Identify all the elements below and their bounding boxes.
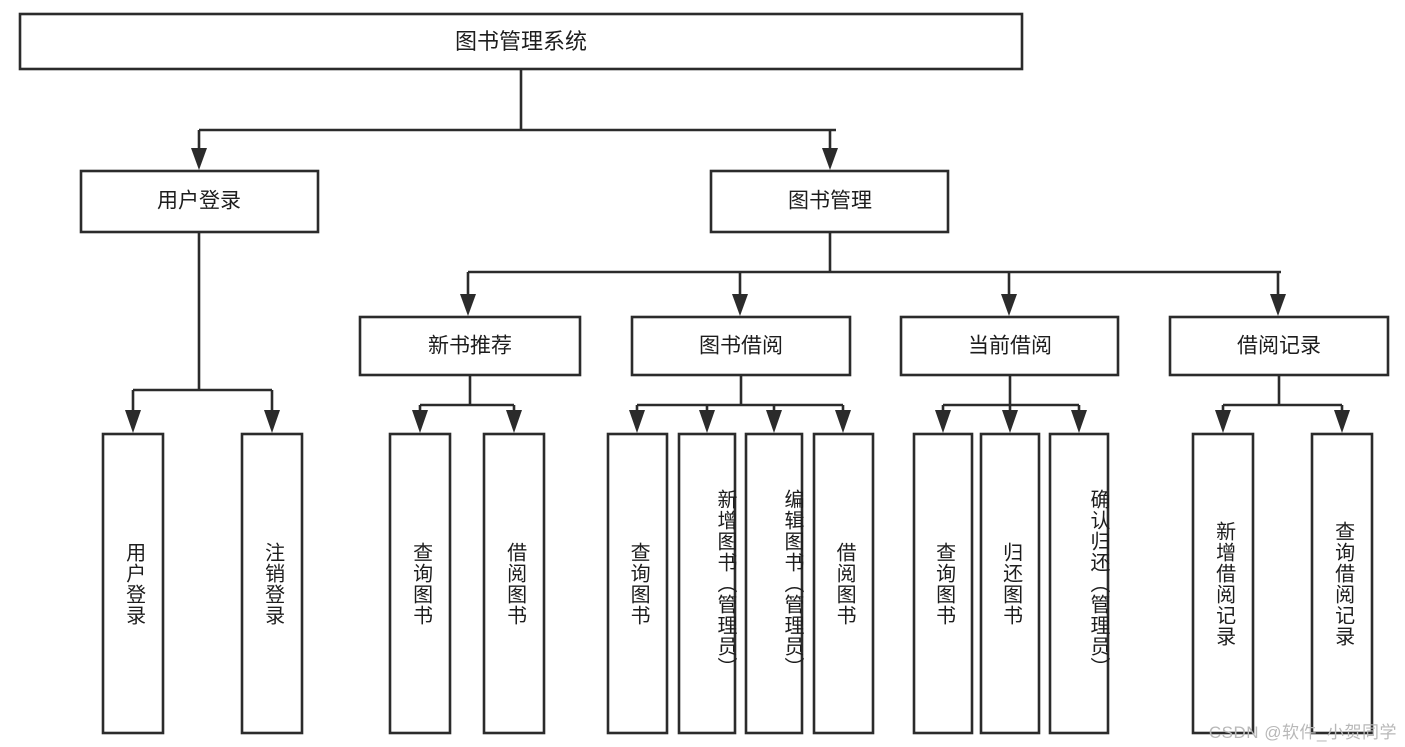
arrow-head-book-manage [822,148,838,170]
arrow-head-leaf-add-record [1215,410,1231,433]
connector-group-current-borrow-to-leaves [935,375,1087,433]
leaf-add-book-box[interactable] [677,432,737,735]
leaf-add-record-box[interactable] [1191,432,1255,735]
node-root[interactable]: 图书管理系统 [18,12,1024,71]
leaf-borrow-book-bor-box[interactable] [812,432,875,735]
arrow-head-leaf-return-book [1002,410,1018,433]
connector-group-user-login-to-leaves [125,232,280,433]
node-book-manage[interactable]: 图书管理 [709,169,950,234]
leaf-return-book-box[interactable] [979,432,1041,735]
node-root-box[interactable] [18,12,1024,71]
leaf-query-record-box[interactable] [1310,432,1374,735]
node-current-borrow[interactable]: 当前借阅 [899,315,1120,377]
node-new-book-recommend-label: 新书推荐 [428,335,512,358]
node-borrow-record-box[interactable] [1168,315,1390,377]
arrow-head-leaf-query-record [1334,410,1350,433]
arrow-head-leaf-logout [264,410,280,433]
leaf-node-group [101,432,1374,735]
arrow-head-leaf-query-book-rec [412,410,428,433]
node-borrow-record-label: 借阅记录 [1237,335,1321,358]
node-user-login[interactable]: 用户登录 [79,169,320,234]
connector-group-borrow-record-to-leaves [1215,375,1350,433]
arrow-head-leaf-query-book-cur [935,410,951,433]
watermark-text: CSDN @软件_小贺同学 [1208,723,1397,742]
node-book-borrow-label: 图书借阅 [699,335,783,358]
arrow-head-current-borrow [1001,294,1017,316]
node-borrow-record[interactable]: 借阅记录 [1168,315,1390,377]
node-root-label: 图书管理系统 [455,29,587,54]
connector-group-root-to-level2 [191,69,838,170]
leaf-query-book-bor-box[interactable] [606,432,669,735]
leaf-logout-box[interactable] [240,432,304,735]
node-current-borrow-label: 当前借阅 [968,335,1052,358]
arrow-head-user-login [191,148,207,170]
arrow-head-leaf-user-login [125,410,141,433]
arrow-head-leaf-query-book-bor [629,410,645,433]
connector-group-book-borrow-to-leaves [629,375,851,433]
leaf-query-book-rec-box[interactable] [388,432,452,735]
arrow-head-new-book-rec [460,294,476,316]
node-user-login-box[interactable] [79,169,320,234]
node-book-manage-box[interactable] [709,169,950,234]
node-current-borrow-box[interactable] [899,315,1120,377]
node-new-book-recommend-box[interactable] [358,315,582,377]
arrow-head-leaf-edit-book [766,410,782,433]
node-new-book-recommend[interactable]: 新书推荐 [358,315,582,377]
arrow-head-leaf-borrow-book-rec [506,410,522,433]
leaf-user-login-box[interactable] [101,432,165,735]
leaf-edit-book-box[interactable] [744,432,804,735]
node-user-login-label: 用户登录 [157,190,241,213]
connector-group-book-manage-to-level3 [460,232,1286,316]
node-book-borrow-box[interactable] [630,315,852,377]
leaf-borrow-book-rec-box[interactable] [482,432,546,735]
arrow-head-leaf-borrow-book-bor [835,410,851,433]
leaf-query-book-cur-box[interactable] [912,432,974,735]
node-book-manage-label: 图书管理 [788,190,872,213]
arrow-head-borrow-record [1270,294,1286,316]
arrow-head-book-borrow [732,294,748,316]
arrow-head-leaf-add-book [699,410,715,433]
node-book-borrow[interactable]: 图书借阅 [630,315,852,377]
connector-group-new-book-rec-to-leaves [412,375,522,433]
leaf-confirm-return-box[interactable] [1048,432,1110,735]
arrow-head-leaf-confirm-return [1071,410,1087,433]
